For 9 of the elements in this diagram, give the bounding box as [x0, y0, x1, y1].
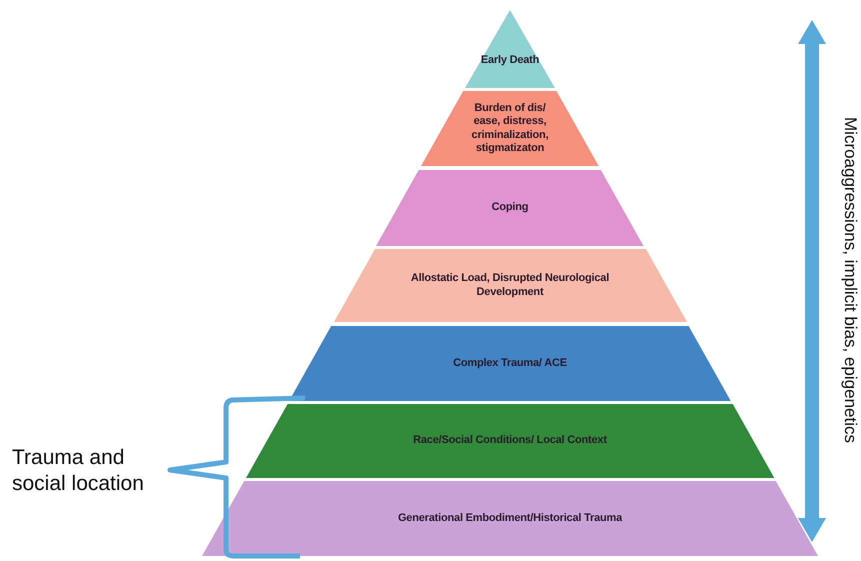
vertical-label: Microaggressions, implicit bias, epigenetics	[840, 117, 860, 443]
tier-label: Early Death	[480, 54, 540, 68]
tier-label: Coping	[492, 201, 528, 215]
tier-label: Generational Embodiment/Historical Trauma	[398, 512, 622, 526]
tier-label: Allostatic Load, Disrupted Neurological Development	[410, 272, 610, 299]
side-label: Trauma and social location	[12, 445, 145, 498]
tier-label: Complex Trauma/ ACE	[453, 356, 567, 370]
tier-label: Burden of dis/ ease, distress, criminalization, stigmatizaton	[470, 102, 550, 155]
tier-label: Race/Social Conditions/ Local Context	[413, 434, 607, 448]
